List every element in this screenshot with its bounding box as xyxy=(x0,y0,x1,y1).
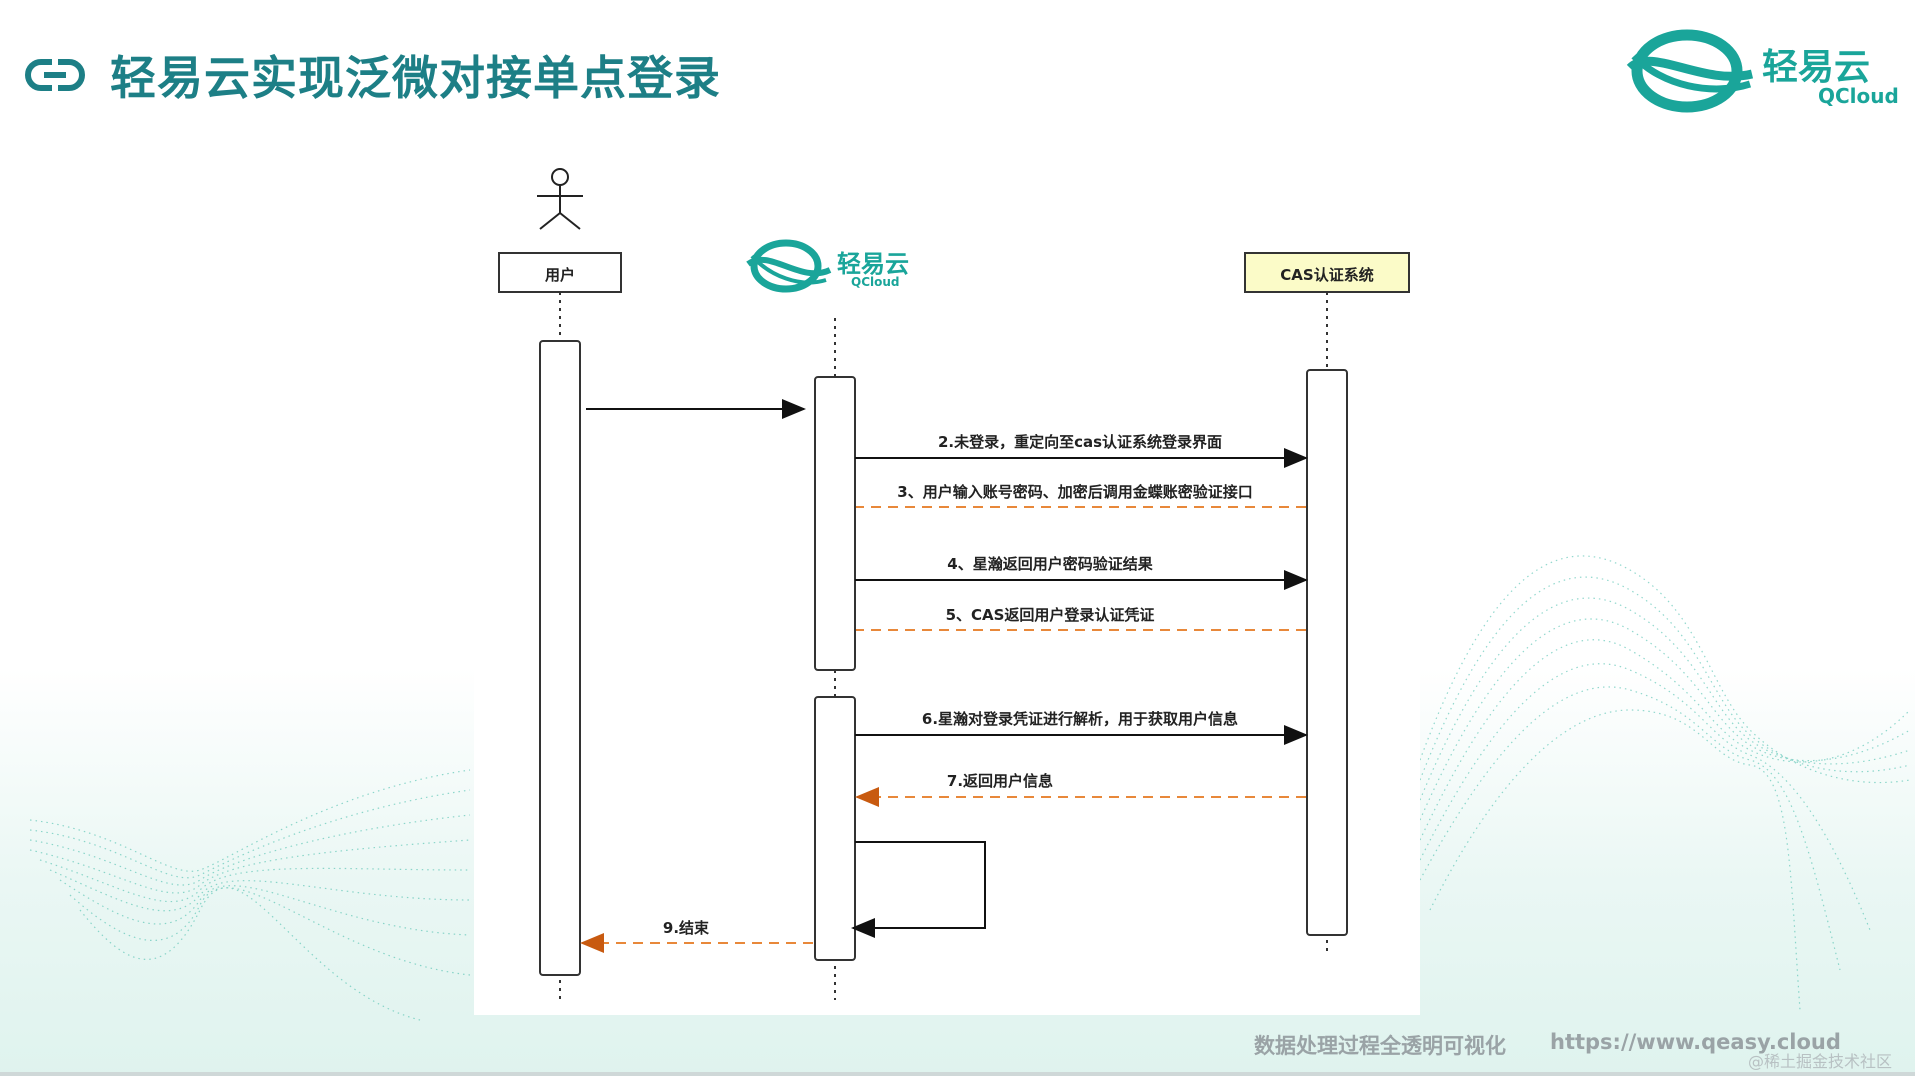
brand-name-en: QCloud xyxy=(1818,84,1899,108)
message-3-label: 3、用户输入账号密码、加密后调用金蝶账密验证接口 xyxy=(897,483,1252,501)
footer-url: https://www.qeasy.cloud xyxy=(1550,1030,1841,1054)
message-2-label: 2.未登录，重定向至cas认证系统登录界面 xyxy=(938,433,1222,451)
message-5-label: 5、CAS返回用户登录认证凭证 xyxy=(946,606,1155,624)
participant-qcloud-logo xyxy=(746,239,832,293)
participant-cas-label: CAS认证系统 xyxy=(1280,266,1373,284)
participant-qcloud-name-cn: 轻易云 xyxy=(837,250,909,278)
message-4-label: 4、星瀚返回用户密码验证结果 xyxy=(947,555,1153,573)
message-8-self-arrow xyxy=(851,841,986,938)
user-actor-icon xyxy=(537,168,583,230)
title-bar: 轻易云实现泛微对接单点登录 xyxy=(24,40,721,110)
participant-user-label: 用户 xyxy=(545,266,575,284)
decorative-wave-right xyxy=(1419,555,1911,1011)
diagram-panel xyxy=(474,150,1420,1015)
bottom-divider xyxy=(0,1072,1915,1076)
message-6-label: 6.星瀚对登录凭证进行解析，用于获取用户信息 xyxy=(922,710,1238,728)
brand-name-cn: 轻易云 xyxy=(1762,47,1871,88)
message-9-label: 9.结束 xyxy=(663,919,710,937)
participant-cas-box xyxy=(1244,252,1410,293)
activation-qcloud-1 xyxy=(814,376,856,671)
decorative-wave-left xyxy=(29,769,471,1021)
link-icon xyxy=(25,56,85,94)
activation-cas xyxy=(1306,369,1348,936)
brand-logo: 轻易云 QCloud xyxy=(1622,26,1899,116)
footer-tagline: 数据处理过程全透明可视化 xyxy=(1254,1034,1506,1058)
qcloud-logo-icon xyxy=(1626,29,1754,113)
message-7-label: 7.返回用户信息 xyxy=(947,772,1053,790)
activation-qcloud-2 xyxy=(814,696,856,961)
watermark: @稀土掘金技术社区 xyxy=(1748,1052,1893,1071)
participant-qcloud-name-en: QCloud xyxy=(851,275,900,289)
page-title: 轻易云实现泛微对接单点登录 xyxy=(110,51,721,105)
activation-user xyxy=(539,340,581,976)
